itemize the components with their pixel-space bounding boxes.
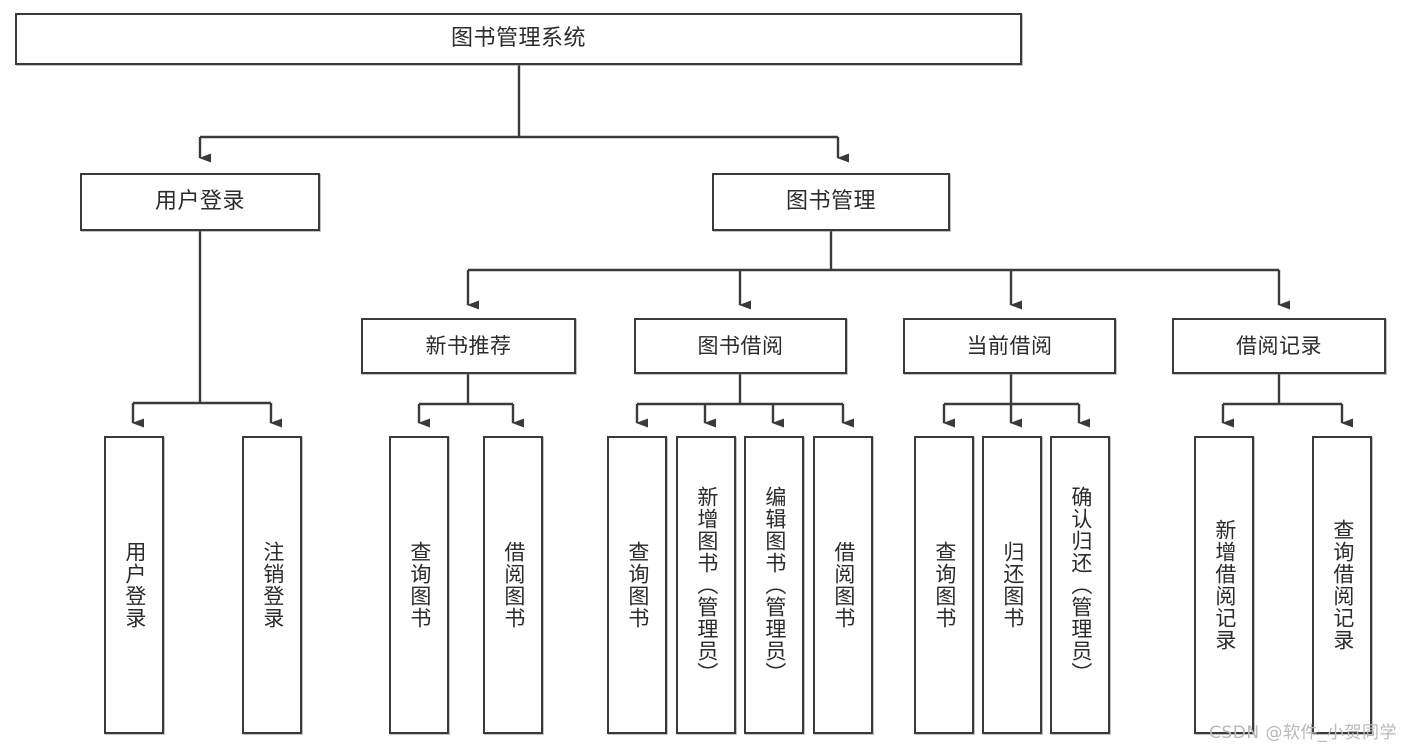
edges-userlogin-to-leaves xyxy=(131,231,282,428)
node-label: 当前借阅 xyxy=(966,333,1053,358)
node-label: 用户登录 xyxy=(122,541,147,629)
leaf-newbook-borrow-books[interactable]: 借阅图书 xyxy=(483,436,543,734)
node-book-borrow[interactable]: 图书借阅 xyxy=(634,318,847,374)
node-label: 确认归还（管理员） xyxy=(1068,486,1093,684)
leaf-user-login[interactable]: 用户登录 xyxy=(104,436,164,734)
node-label: 借阅图书 xyxy=(831,541,856,629)
edges-root-to-level2 xyxy=(198,65,849,163)
node-label: 查询图书 xyxy=(407,541,432,629)
leaf-current-query-books[interactable]: 查询图书 xyxy=(914,436,974,734)
leaf-newbook-query-books[interactable]: 查询图书 xyxy=(389,436,449,734)
leaf-borrow-borrow-books[interactable]: 借阅图书 xyxy=(813,436,873,734)
node-root-book-management-system[interactable]: 图书管理系统 xyxy=(15,13,1022,65)
leaf-record-add-borrow-record[interactable]: 新增借阅记录 xyxy=(1194,436,1254,734)
csdn-watermark: CSDN @软件_小贺同学 xyxy=(1209,723,1397,743)
node-label: 用户登录 xyxy=(154,189,245,215)
edges-bookborrow-to-leaves xyxy=(635,374,854,428)
node-label: 归还图书 xyxy=(1000,541,1025,629)
node-label: 查询借阅记录 xyxy=(1330,519,1355,651)
node-new-book-recommend[interactable]: 新书推荐 xyxy=(361,318,576,374)
node-label: 新书推荐 xyxy=(425,333,512,358)
node-current-borrow[interactable]: 当前借阅 xyxy=(903,318,1116,374)
edges-bookmgmt-to-level3 xyxy=(466,231,1290,310)
leaf-borrow-add-book-admin[interactable]: 新增图书（管理员） xyxy=(676,436,736,734)
edges-currentborrow-to-leaves xyxy=(942,374,1090,428)
node-label: 图书管理系统 xyxy=(450,26,586,52)
leaf-user-logout[interactable]: 注销登录 xyxy=(242,436,302,734)
leaf-borrow-query-books[interactable]: 查询图书 xyxy=(607,436,667,734)
node-label: 注销登录 xyxy=(260,541,285,629)
node-user-login[interactable]: 用户登录 xyxy=(80,173,320,231)
node-label: 查询图书 xyxy=(625,541,650,629)
edges-newbook-to-leaves xyxy=(417,374,524,428)
node-book-management[interactable]: 图书管理 xyxy=(712,173,950,231)
node-label: 查询图书 xyxy=(932,541,957,629)
edges-borrowrecord-to-leaves xyxy=(1221,374,1353,428)
leaf-current-return-books[interactable]: 归还图书 xyxy=(982,436,1042,734)
node-label: 借阅图书 xyxy=(501,541,526,629)
leaf-record-query-borrow-record[interactable]: 查询借阅记录 xyxy=(1312,436,1372,734)
node-label: 图书管理 xyxy=(785,189,876,215)
leaf-borrow-edit-book-admin[interactable]: 编辑图书（管理员） xyxy=(744,436,804,734)
node-label: 编辑图书（管理员） xyxy=(762,486,787,684)
node-borrow-record[interactable]: 借阅记录 xyxy=(1172,318,1386,374)
leaf-current-confirm-return-admin[interactable]: 确认归还（管理员） xyxy=(1050,436,1110,734)
node-label: 借阅记录 xyxy=(1236,333,1322,358)
node-label: 新增图书（管理员） xyxy=(694,486,719,684)
node-label: 图书借阅 xyxy=(697,333,784,358)
node-label: 新增借阅记录 xyxy=(1212,519,1237,651)
